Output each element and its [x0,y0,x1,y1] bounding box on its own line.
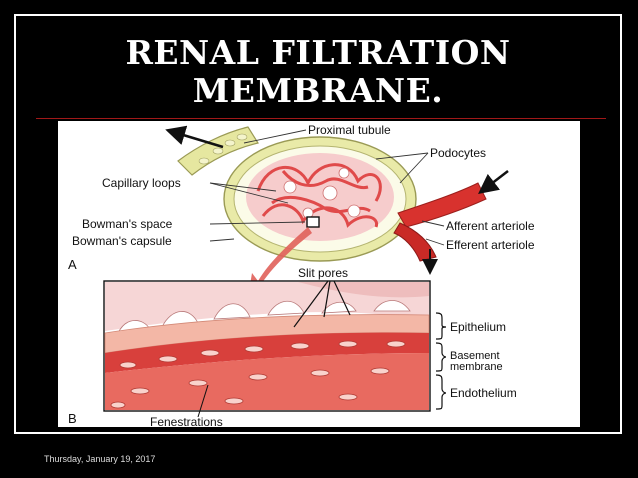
glomerulus-shape [246,153,394,241]
membrane-section [104,282,430,410]
label-capillary-loops: Capillary loops [102,176,181,190]
footer-date: Thursday, January 19, 2017 [44,454,156,464]
magnify-arrow [248,227,312,297]
label-basement-line1: Basement [450,350,500,362]
label-panel-b: B [68,411,77,426]
label-panel-a: A [68,257,77,272]
label-bowmans-capsule: Bowman's capsule [72,234,172,248]
arterioles-shape [393,182,487,262]
slide-frame [14,14,622,434]
label-epithelium: Epithelium [450,320,507,334]
label-efferent-arteriole: Efferent arteriole [446,238,535,252]
title-divider [36,118,606,119]
label-proximal-tubule: Proximal tubule [308,123,391,137]
slit-pore-leaders [293,280,351,328]
label-fenestrations: Fenestrations [150,415,223,427]
diagram-artwork [103,125,509,418]
leader-lines-a [209,129,445,246]
label-slit-pores: Slit pores [298,266,349,280]
label-bowmans-space: Bowman's space [82,217,173,231]
label-afferent-arteriole: Afferent arteriole [446,219,535,233]
proximal-tubule-shape [177,126,259,176]
afferent-arrow [478,170,509,195]
zoom-box [306,216,320,228]
slide-title: RENAL FILTRATION MEMBRANE. [14,34,622,110]
fenestration-leader [197,384,209,418]
label-basement-line2: membrane [450,361,503,373]
renal-diagram: Proximal tubule Podocytes Capillary loop… [58,121,580,427]
layer-brackets [435,312,447,410]
outflow-arrow [165,125,224,149]
title-line-2: MEMBRANE. [192,71,444,110]
label-endothelium: Endothelium [450,386,517,400]
title-line-1: RENAL FILTRATION [125,33,511,72]
label-podocytes: Podocytes [430,146,487,160]
